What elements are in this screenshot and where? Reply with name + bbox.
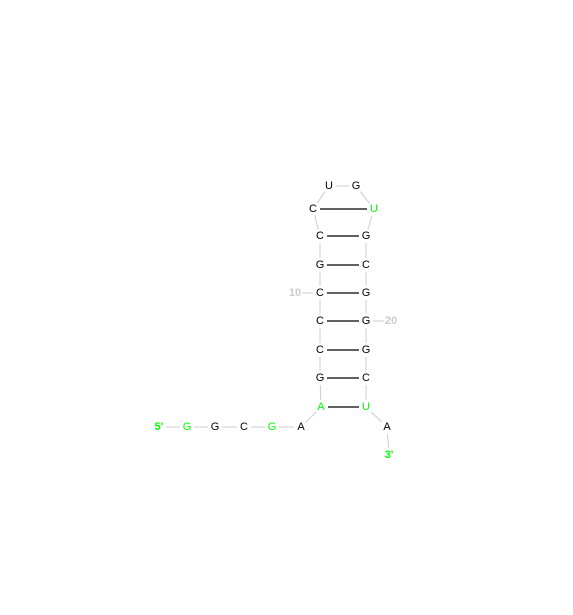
nucleotide: C [362,372,370,384]
nucleotide: G [211,421,220,433]
backbone-segment [386,433,390,449]
nucleotide: C [240,421,248,433]
backbone-segment [314,215,319,230]
nucleotide: U [325,180,333,192]
nucleotide: G [362,287,371,299]
nucleotide: G [268,421,277,433]
nucleotide: A [317,401,325,413]
position-label: 10 [289,287,301,299]
nucleotide: C [309,203,317,215]
nucleotide: C [362,259,370,271]
nucleotide: A [297,421,305,433]
nucleotide: G [183,421,192,433]
nucleotide: G [362,344,371,356]
position-labels-layer: 10 20 [289,287,397,327]
backbone-segment [305,411,317,423]
nucleotide: A [383,421,391,433]
backbone-segment [319,384,322,401]
nucleotide: U [362,401,370,413]
nucleotide: C [316,230,324,242]
three-prime-label: 3' [385,449,394,461]
nucleotide: G [316,372,325,384]
position-label: 20 [385,315,397,327]
nucleotide: C [316,315,324,327]
nucleotide: U [370,203,378,215]
nucleotide: C [316,344,324,356]
five-prime-label: 5' [155,421,164,433]
nucleotide: C [316,287,324,299]
nucleotide: G [362,315,371,327]
nucleotide: G [362,230,371,242]
base-pairs-layer [320,208,367,408]
backbone-segment [359,191,371,204]
backbone-layer [166,185,390,449]
backbone-segment [367,215,373,230]
nucleotide: G [316,259,325,271]
backbone-segment [370,411,383,423]
nucleotide: G [352,180,361,192]
backbone-segment [316,191,326,204]
